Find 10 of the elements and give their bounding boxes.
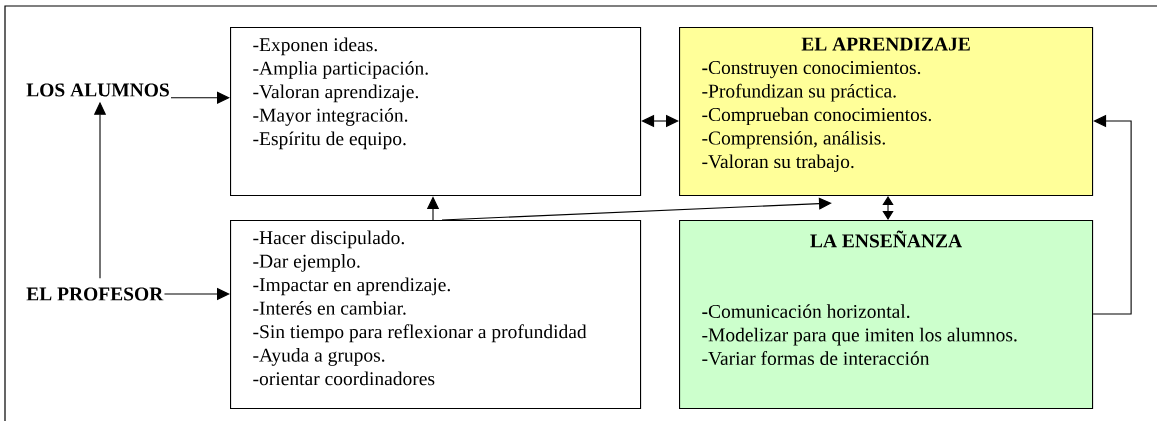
arrow	[882, 196, 894, 220]
arrow	[441, 197, 832, 221]
text-box: EL APRENDIZAJE -Construyen conocimientos. -Profundizan su práctica. -Comprueban conocimientos. -Comprensión, análisis. -Valoran su trabajo.	[679, 27, 1094, 197]
arrow	[641, 114, 679, 128]
arrow	[170, 91, 230, 104]
text-box: LA ENSEÑANZA -Comunicación horizontal. -Modelizar para que imiten los alumnos. -Variar formas de interacción	[679, 220, 1094, 410]
bold-label: LOS ALUMNOS	[26, 83, 169, 97]
bold-label: EL PROFESOR	[26, 287, 164, 301]
text-box: -Exponen ideas. -Amplia participación. -Valoran aprendizaje. -Mayor integración. -Espíritu de equipo.	[230, 27, 642, 197]
text-box: -Hacer discipulado. -Dar ejemplo. -Impactar en aprendizaje. -Interés en cambiar. -Sin tiempo para reflexionar a profundidad -Ayuda a grupos. -orientar coordinadores	[230, 220, 642, 410]
